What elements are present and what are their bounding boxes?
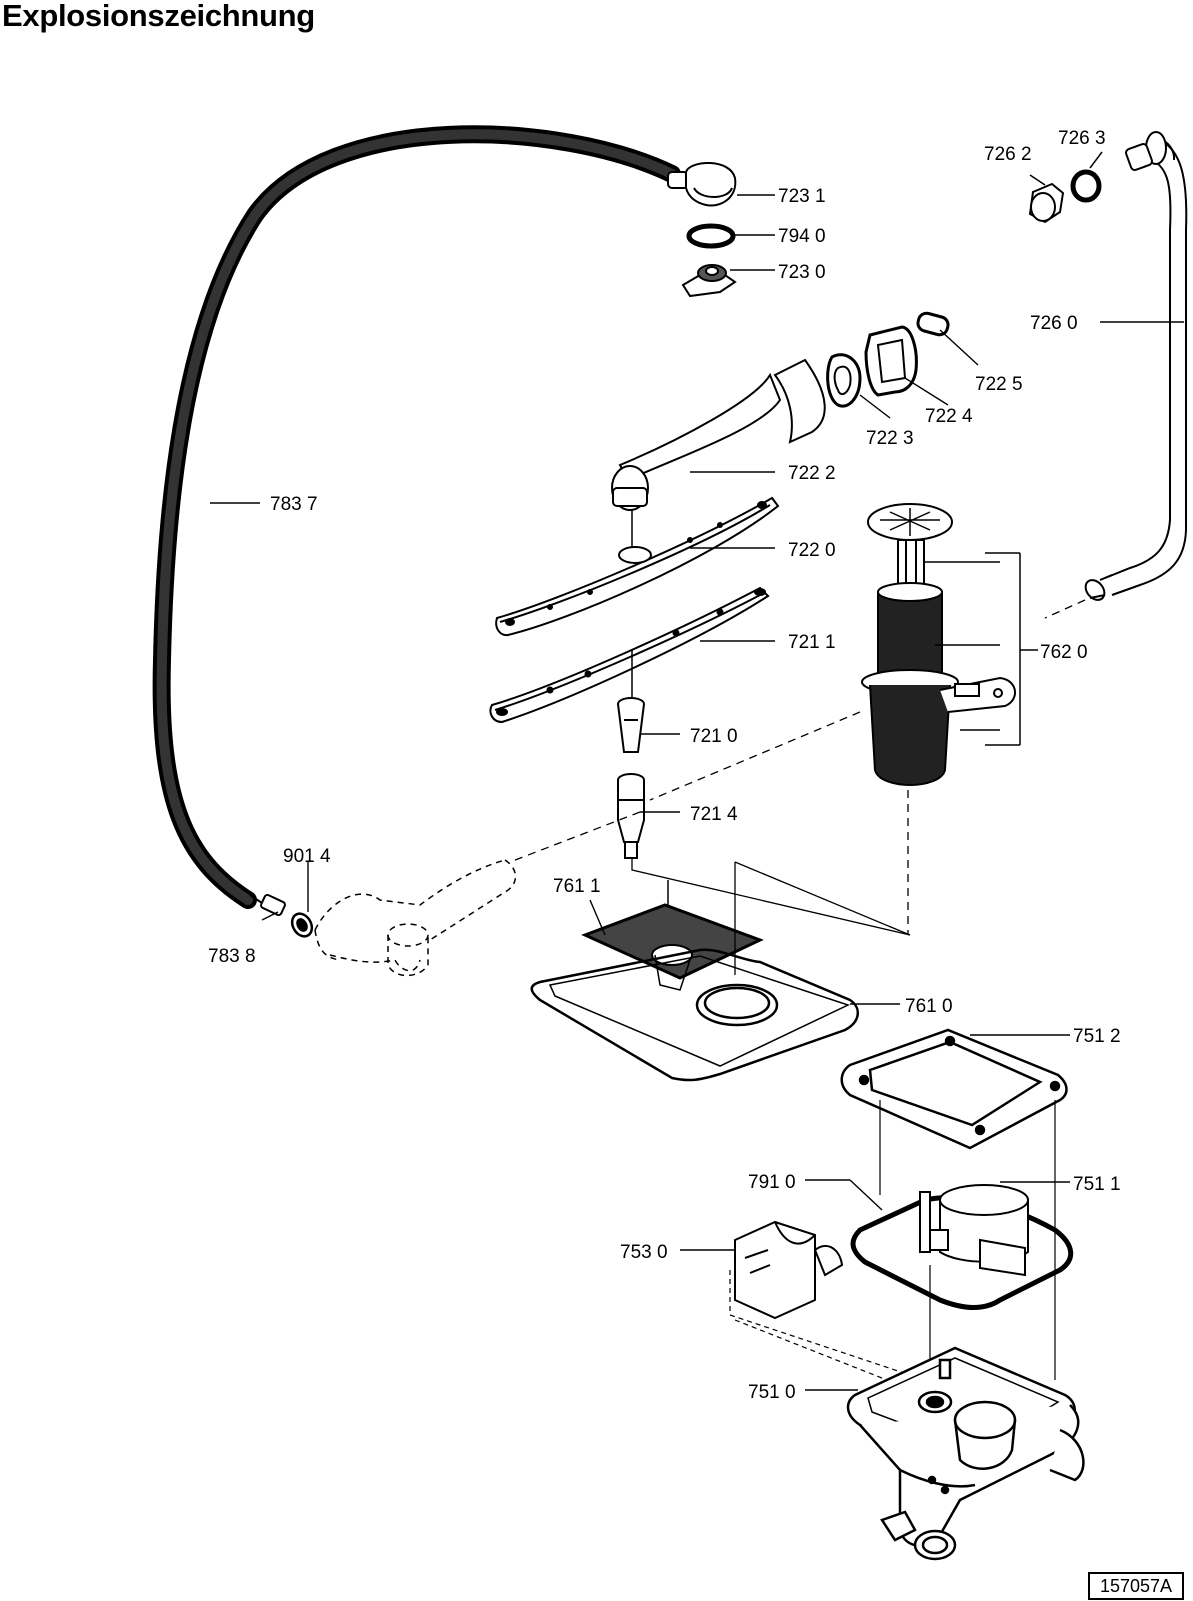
nozzle-721-0	[617, 697, 645, 753]
feed-pipe-722-2	[611, 358, 826, 511]
label-783-8: 783 8	[208, 946, 256, 967]
supply-pipe-726-0	[1084, 131, 1188, 601]
label-722-2: 722 2	[788, 463, 836, 484]
seal-722-5	[916, 311, 950, 337]
connector-721-4	[617, 773, 645, 859]
label-721-1: 721 1	[788, 632, 836, 653]
gasket-722-3	[826, 353, 862, 408]
leader-lines	[210, 194, 1184, 1391]
label-722-0: 722 0	[788, 540, 836, 561]
frame-751-2	[840, 1028, 1068, 1150]
page-title: Explosionszeichnung	[2, 0, 315, 33]
label-791-0: 791 0	[748, 1172, 796, 1193]
label-726-0: 726 0	[1030, 313, 1078, 334]
adapter-722-4	[864, 325, 918, 397]
label-721-4: 721 4	[690, 804, 738, 825]
label-762-0: 762 0	[1040, 642, 1088, 663]
label-721-0: 721 0	[690, 726, 738, 747]
label-722-3: 722 3	[866, 428, 914, 449]
holder-753-0	[734, 1220, 844, 1320]
label-726-3: 726 3	[1058, 128, 1106, 149]
label-751-0: 751 0	[748, 1382, 796, 1403]
bracket-762-0	[925, 552, 1038, 746]
label-723-1: 723 1	[778, 186, 826, 207]
seal-726-3	[1070, 169, 1102, 203]
bearing-723-0	[681, 264, 737, 298]
label-722-4: 722 4	[925, 406, 973, 427]
label-723-0: 723 0	[778, 262, 826, 283]
upper-spray-arm-722-0	[495, 496, 780, 637]
hose-clamp-901-4	[290, 912, 314, 938]
label-901-4: 901 4	[283, 846, 331, 867]
siphon-dashed-outline	[314, 859, 517, 977]
hose-connector-783-8	[249, 893, 286, 917]
label-726-2: 726 2	[984, 144, 1032, 165]
assembly-guide-lines	[509, 599, 1086, 935]
label-751-1: 751 1	[1073, 1174, 1121, 1195]
filter-assembly-762-0	[861, 503, 1016, 786]
holder-guide-lines	[729, 1270, 926, 1396]
label-761-0: 761 0	[905, 996, 953, 1017]
lower-spray-arm-721-1	[489, 586, 770, 724]
label-753-0: 753 0	[620, 1242, 668, 1263]
nut-726-2	[1028, 182, 1065, 224]
o-ring-794-0	[686, 223, 736, 249]
sump-housing-751-0	[846, 1346, 1085, 1561]
label-751-2: 751 2	[1073, 1026, 1121, 1047]
filter-plate-761-0	[530, 948, 859, 1082]
alignment-lines	[631, 858, 911, 975]
label-783-7: 783 7	[270, 494, 318, 515]
label-761-1: 761 1	[553, 876, 601, 897]
document-number: 157057A	[1088, 1572, 1184, 1600]
hose-783-7	[152, 125, 681, 909]
insert-751-1	[919, 1184, 1029, 1277]
label-794-0: 794 0	[778, 226, 826, 247]
elbow-723-1	[667, 161, 737, 207]
micro-filter-761-1	[581, 903, 764, 991]
label-722-5: 722 5	[975, 374, 1023, 395]
